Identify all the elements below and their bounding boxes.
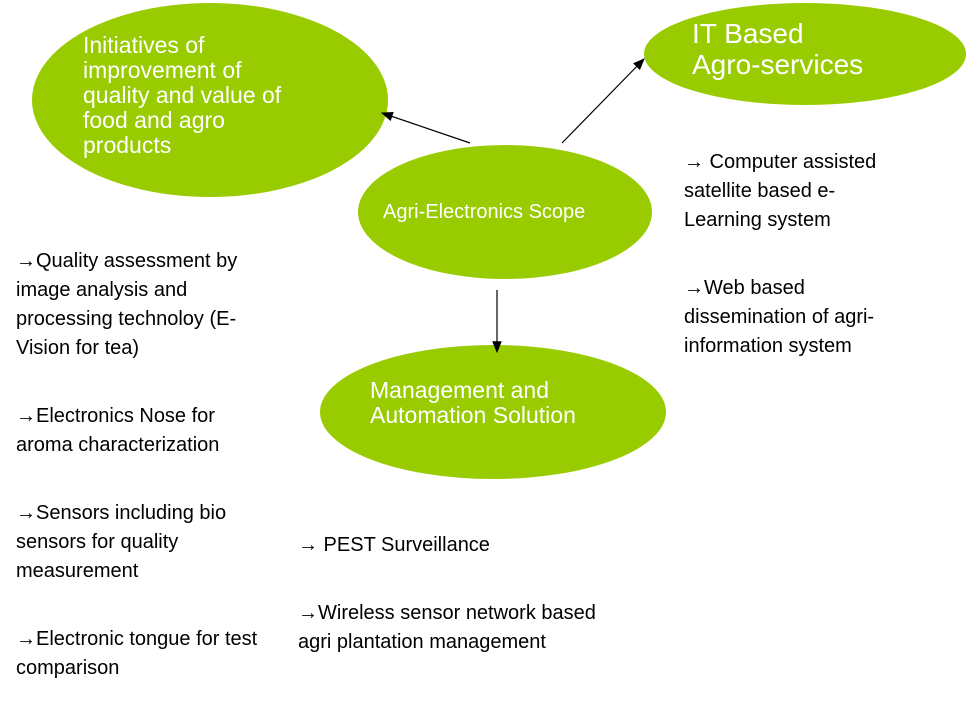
center-node-label: Agri-Electronics Scope (383, 201, 586, 223)
management-node (320, 345, 666, 479)
quality-node-label: Initiatives of improvement of quality an… (83, 32, 282, 158)
list-item: →Web based dissemination of agri- inform… (684, 277, 875, 357)
it-list: → Computer assisted satellite based e- L… (684, 119, 876, 400)
list-item: → PEST Surveillance (298, 534, 490, 556)
quality-list: →Quality assessment by image analysis an… (16, 218, 257, 722)
management-node-label: Management and Automation Solution (370, 377, 576, 428)
list-item: →Quality assessment by image analysis an… (16, 250, 238, 359)
list-item: →Electronic tongue for test comparison (16, 628, 258, 679)
list-item: →Wireless sensor network based agri plan… (298, 602, 596, 653)
arrow-to-it (561, 58, 645, 144)
management-list: → PEST Surveillance →Wireless sensor net… (298, 502, 596, 696)
list-item: →Sensors including bio sensors for quali… (16, 502, 227, 582)
list-item: → Computer assisted satellite based e- L… (684, 151, 877, 231)
it-node-label: IT Based Agro-services (692, 18, 864, 80)
arrow-to-quality (380, 111, 471, 144)
it-node (644, 3, 966, 105)
quality-node (32, 3, 388, 197)
diagram-canvas (32, 3, 966, 479)
center-node (358, 145, 652, 279)
list-item: →Electronics Nose for aroma characteriza… (16, 405, 220, 456)
